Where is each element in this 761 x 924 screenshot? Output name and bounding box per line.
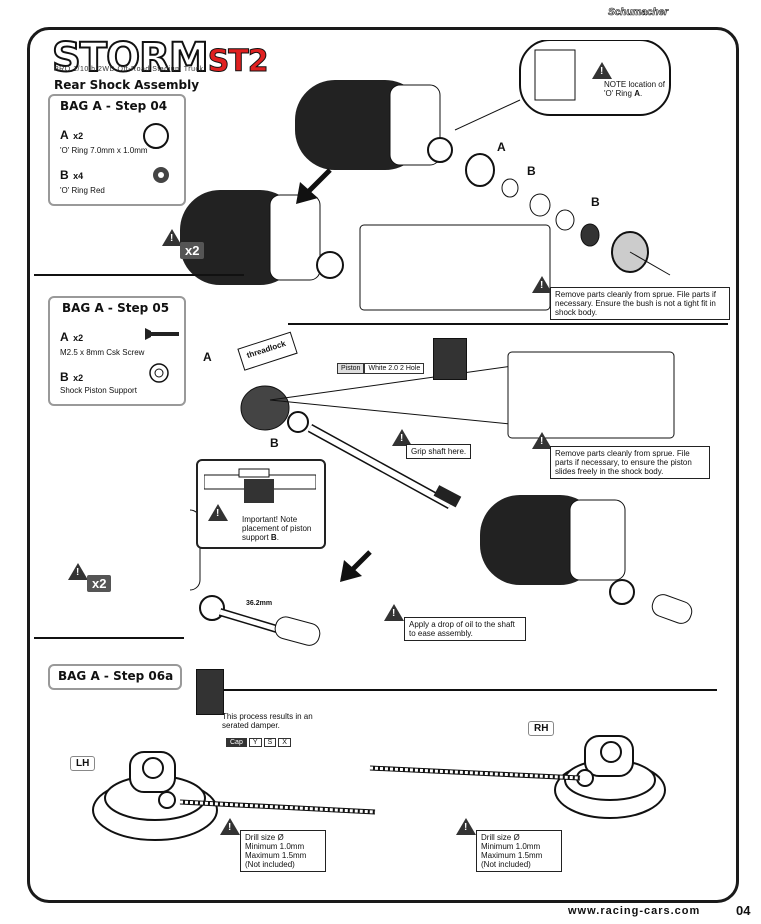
label-b-1: B (527, 164, 536, 178)
cap-option-s: S (263, 738, 277, 747)
piston-placement-diagram (204, 468, 316, 503)
step06a-header: BAG A - Step 06a (48, 664, 182, 690)
step06a-title: BAG A - Step 06a (58, 669, 174, 683)
label-a: A (203, 350, 212, 364)
section-title: Rear Shock Assembly (54, 78, 200, 92)
drill-note-lh-line2: Minimum 1.0mm (245, 842, 305, 851)
cap-option-x: X (278, 738, 291, 747)
page-number: 04 (736, 903, 751, 918)
step04-part-b-qty: x4 (73, 171, 84, 181)
piston-label: Piston (337, 363, 365, 374)
sprue-note: Remove parts cleanly from sprue. File pa… (550, 446, 710, 479)
oil-note: Apply a drop of oil to the shaft to ease… (404, 617, 526, 641)
piston-tag: Piston White 2.0 2 Hole (337, 363, 425, 374)
drill-note-lh-line1: Drill size Ø (245, 833, 284, 842)
step04-part-a-letter: A (60, 128, 69, 142)
threadlock-tube (237, 331, 298, 371)
warning-icon: ! (532, 432, 552, 449)
rh-tag: RH (528, 721, 555, 736)
warning-icon: ! (162, 229, 182, 246)
step04-part-a-qty: x2 (73, 131, 84, 141)
step04-parts-box: BAG A - Step 04 A x2 'O' Ring 7.0mm x 1.… (48, 94, 186, 206)
drill-note-lh-line3: Maximum 1.5mm (245, 851, 307, 860)
o-ring-red-icon (153, 167, 169, 183)
warning-icon: ! (68, 563, 88, 580)
step05-part-b-letter: B (60, 370, 69, 384)
step04-title: BAG A - Step 04 (60, 99, 168, 113)
cap-label: Cap (226, 738, 247, 747)
step05-part-b-qty: x2 (73, 373, 84, 383)
step05-title: BAG A - Step 05 (62, 301, 170, 315)
important-callout: Important! Note placement of piston supp… (196, 459, 326, 549)
section-divider (205, 689, 717, 691)
lh-tag: LH (70, 756, 96, 771)
multiplier-badge: x2 (87, 575, 112, 592)
step05-parts-box: BAG A - Step 05 A x2 M2.5 x 8mm Csk Scre… (48, 296, 186, 406)
drill-note-rh-line4: (Not included) (481, 860, 531, 869)
warning-icon: ! (392, 429, 412, 446)
drill-note-rh-line3: Maximum 1.5mm (481, 851, 543, 860)
warning-icon: ! (220, 818, 240, 835)
note-location-text: NOTE location of 'O' Ring (604, 80, 665, 98)
product-subtitle: PRO 1/10th 2WD Off-Road Stadium Truck (54, 66, 204, 73)
note-location-letter: A (634, 89, 640, 98)
step05-part-a-letter: A (60, 330, 69, 344)
warning-icon: ! (532, 276, 552, 293)
o-ring-icon (143, 123, 169, 149)
warning-icon: ! (208, 504, 228, 521)
step05-part-a-desc: M2.5 x 8mm Csk Screw (60, 348, 145, 357)
section-divider (288, 323, 728, 325)
shock-body-left (180, 190, 344, 285)
step04-part-b-letter: B (60, 168, 69, 182)
shock-cap-rh (554, 735, 666, 819)
shock-body-top (295, 80, 453, 170)
shock-cap-lh (92, 751, 218, 841)
important-note: Important! Note placement of piston supp… (242, 515, 312, 542)
sprue-frame (507, 351, 675, 439)
piston-support-icon (149, 363, 169, 383)
note-location: NOTE location of 'O' Ring A. (604, 80, 665, 98)
step05-part-a-qty: x2 (73, 333, 84, 343)
logo-main: STORM (51, 35, 210, 81)
sprue-frame (359, 224, 551, 311)
screw-icon (145, 328, 179, 340)
cap-option-y: Y (248, 738, 262, 747)
product-logo: STORMST2 (51, 35, 269, 82)
step04-part-b-desc: 'O' Ring Red (60, 186, 105, 195)
o-ring-a (465, 153, 495, 187)
warning-icon: ! (592, 62, 612, 79)
manual-reference-icon (196, 669, 224, 715)
section-divider (34, 637, 184, 639)
step05-illustration (190, 331, 693, 646)
cap-selector: Cap Y S X (226, 738, 291, 747)
label-b-2: B (591, 195, 600, 209)
sprue-note: Remove parts cleanly from sprue. File pa… (550, 287, 730, 320)
label-b: B (270, 436, 279, 450)
step04-part-a-desc: 'O' Ring 7.0mm x 1.0mm (60, 146, 148, 155)
multiplier-badge: x2 (180, 242, 205, 259)
brand-logo: Schumacher (608, 7, 669, 19)
important-note-text: Important! Note placement of piston supp… (242, 515, 312, 542)
logo-suffix: ST2 (207, 44, 269, 80)
piston-value: White 2.0 2 Hole (364, 363, 425, 374)
drill-note-rh-line2: Minimum 1.0mm (481, 842, 541, 851)
piston (240, 385, 290, 431)
step05-part-b-desc: Shock Piston Support (60, 386, 137, 395)
oil-bottle-icon (433, 338, 467, 380)
drill-note-rh: Drill size Ø Minimum 1.0mm Maximum 1.5mm… (476, 830, 562, 872)
step06a-illustration (92, 735, 666, 841)
warning-icon: ! (384, 604, 404, 621)
dimension-label: 36.2mm (246, 600, 273, 607)
drill-note-lh-line4: (Not included) (245, 860, 295, 869)
grip-note: Grip shaft here. (406, 444, 472, 459)
footer-url[interactable]: www.racing-cars.com (568, 905, 701, 917)
process-note: This process results in an serated dampe… (222, 712, 313, 730)
label-a: A (497, 140, 506, 154)
warning-icon: ! (456, 818, 476, 835)
drill-note-lh: Drill size Ø Minimum 1.0mm Maximum 1.5mm… (240, 830, 326, 872)
important-note-letter: B (270, 533, 277, 542)
drill-note-rh-line1: Drill size Ø (481, 833, 520, 842)
section-divider (34, 274, 244, 276)
